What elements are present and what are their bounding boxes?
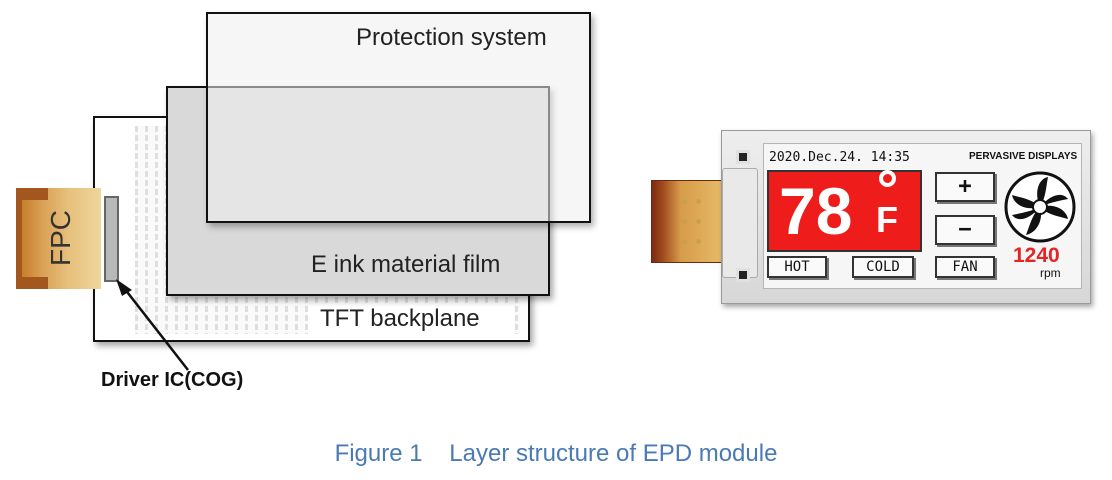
mounting-dot-bottom (736, 268, 750, 282)
eink-film-label: E ink material film (311, 251, 501, 278)
fpc-cap-bottom (16, 277, 48, 289)
fan-rpm-unit: rpm (1040, 266, 1061, 280)
cold-button[interactable]: COLD (852, 256, 914, 278)
device-datetime: 2020.Dec.24. 14:35 (769, 150, 910, 165)
device-connector-tab (722, 168, 758, 278)
fpc-pad (682, 239, 687, 244)
arrow-shaft (123, 287, 189, 371)
decrease-button[interactable]: − (935, 215, 995, 245)
increase-button[interactable]: + (935, 172, 995, 202)
device-fpc-ribbon (651, 180, 725, 263)
temperature-value: 78 (779, 174, 853, 248)
fan-button[interactable]: FAN (935, 256, 995, 278)
fan-rpm-value: 1240 (1013, 244, 1060, 267)
fpc-pad (696, 219, 701, 224)
tft-label-background (308, 306, 514, 338)
fpc-pad (682, 219, 687, 224)
fpc-cap-top (16, 188, 48, 200)
degree-icon (879, 170, 896, 187)
driver-ic-chip (104, 196, 119, 282)
mounting-dot-top (736, 150, 750, 164)
protection-system-layer (206, 12, 591, 223)
fpc-connector (16, 188, 101, 289)
temperature-unit: F (876, 199, 898, 240)
hot-button[interactable]: HOT (767, 256, 827, 278)
tft-backplane-label: TFT backplane (320, 305, 480, 332)
figure-caption: Figure 1 Layer structure of EPD module (334, 440, 778, 467)
fan-icon (1004, 171, 1076, 243)
device-brand-logo: PERVASIVE DISPLAYS (969, 151, 1078, 162)
driver-ic-label: Driver IC(COG) (101, 369, 244, 391)
arrow-head (116, 279, 132, 296)
fpc-pad (696, 199, 701, 204)
protection-system-label: Protection system (356, 24, 547, 51)
temperature-panel (767, 170, 922, 252)
fpc-pad (682, 199, 687, 204)
fpc-pad (696, 239, 701, 244)
